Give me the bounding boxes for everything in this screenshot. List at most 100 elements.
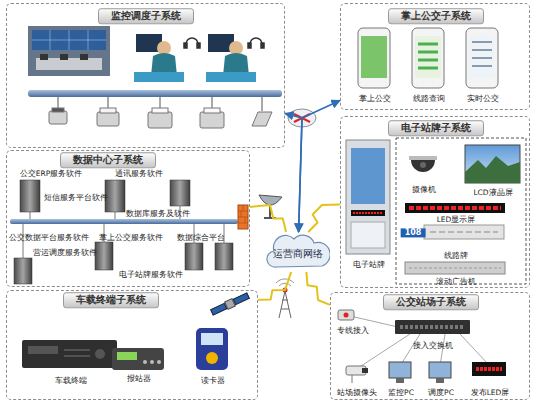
item-label: 线路查询 (413, 95, 445, 104)
control-room-photo (28, 26, 110, 76)
server (20, 180, 40, 212)
network-label: 运营商网络 (273, 249, 323, 260)
server (185, 243, 203, 270)
stop-kiosk (353, 212, 383, 214)
tower (276, 279, 294, 286)
item-label: 通讯服务软件 (115, 170, 163, 179)
item-label: 调度PC (428, 389, 454, 398)
item-label: 公交ERP服务软件 (20, 170, 82, 179)
tower (283, 288, 288, 293)
lan-bus (28, 90, 282, 97)
router (294, 114, 310, 122)
subsystem-heading: 公交站场子系统 (383, 294, 479, 310)
server (14, 180, 233, 284)
led-display (405, 203, 505, 213)
ad-scroller (405, 262, 505, 274)
item-label: 接入交换机 (413, 342, 453, 351)
vehicle-terminal (22, 340, 117, 368)
smartphone (469, 36, 495, 78)
dome-camera (420, 162, 426, 168)
stop-kiosk (351, 222, 385, 248)
office-device (200, 112, 224, 128)
subsystem-box: 车载终端子系统车载终端报站器读卡器 (6, 290, 258, 400)
satellite-dish (269, 205, 271, 218)
item-label: 营运调度服务软件 (33, 249, 97, 258)
item-label: 报站器 (127, 375, 151, 384)
wireless-link (308, 205, 340, 232)
tower (276, 279, 294, 318)
tower (279, 291, 291, 318)
network-cloud: 运营商网络 (266, 232, 330, 272)
stop-kiosk (346, 140, 390, 254)
server (215, 243, 233, 270)
monitor-pc (389, 362, 451, 383)
route-board (430, 232, 498, 233)
smartphone (412, 28, 444, 88)
firewall (238, 205, 248, 223)
item-label: 数据综合平台 (177, 234, 225, 243)
satellite-dish (264, 217, 276, 219)
dome-camera (409, 156, 437, 172)
yard-wire (350, 316, 398, 327)
yard-camera (346, 366, 368, 383)
stop-kiosk (346, 140, 390, 254)
led-display (405, 203, 505, 213)
lcd-screen (465, 156, 520, 183)
item-label: 公交数据平台服务软件 (9, 234, 89, 243)
firewall (238, 205, 248, 229)
subsystem-heading: 电子站牌子系统 (388, 120, 484, 136)
ad-scroller (405, 262, 505, 274)
item-label: 滚动广告机 (436, 278, 476, 287)
operator (206, 34, 256, 82)
access-switch (400, 325, 465, 329)
item-label: 实时公交 (467, 95, 499, 104)
ad-scroller (409, 268, 501, 269)
office-device (152, 108, 168, 113)
headset (261, 43, 264, 48)
led-sign (476, 367, 502, 371)
device-frame (396, 138, 526, 284)
item-label: 读卡器 (201, 377, 225, 386)
stop-announcer (112, 348, 164, 370)
subsystem-heading: 数据中心子系统 (60, 152, 156, 168)
vehicle-terminal (28, 346, 58, 354)
yard-wire (350, 316, 488, 368)
operator (157, 41, 171, 55)
headset (250, 38, 262, 44)
stop-announcer (143, 360, 147, 364)
wireless-link (250, 205, 286, 232)
control-room-photo (28, 26, 110, 76)
dome-camera (411, 160, 435, 172)
access-switch (395, 320, 470, 334)
operator (134, 34, 184, 82)
server-bus (10, 219, 238, 224)
subsystem-heading: 车载终端子系统 (63, 292, 159, 308)
item-label: LED显示屏 (437, 216, 476, 225)
operator (206, 72, 256, 82)
network-link (299, 100, 340, 232)
item-label: 线路牌 (444, 252, 468, 261)
card-reader (201, 333, 223, 345)
monitor-pc (389, 362, 411, 378)
headset (186, 38, 198, 44)
leased-line-icon (338, 310, 354, 320)
router (288, 109, 316, 127)
server (14, 258, 32, 284)
item-label: 掌上公交服务软件 (99, 234, 163, 243)
item-label: 摄像机 (412, 186, 436, 195)
satellite (211, 303, 227, 315)
stop-announcer (150, 360, 154, 364)
smartphone (466, 28, 498, 88)
yard-camera (352, 375, 353, 383)
item-label: 数据库服务及软件 (126, 210, 190, 219)
subsystem-heading: 掌上公交子系统 (388, 8, 484, 24)
headset (248, 43, 251, 48)
subsystem-box: 监控调度子系统 (6, 3, 285, 148)
route-number: 108 (401, 228, 426, 237)
headset (197, 43, 200, 48)
dome-camera (409, 156, 437, 160)
smartphone (358, 28, 390, 88)
